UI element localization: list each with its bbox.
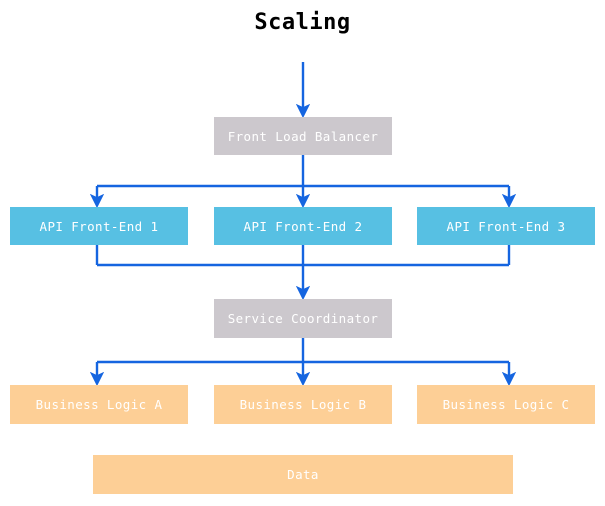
connector-api-tier-to-service-coordinator [95,245,511,301]
node-front-load-balancer[interactable]: Front Load Balancer [214,117,392,155]
connector-load-balancer-to-api-tier [89,155,517,209]
connector-service-coordinator-to-logic-tier [89,338,517,387]
node-business-logic-b[interactable]: Business Logic B [214,385,392,424]
node-service-coordinator[interactable]: Service Coordinator [214,299,392,338]
node-business-logic-c[interactable]: Business Logic C [417,385,595,424]
node-api-front-end-2[interactable]: API Front-End 2 [214,207,392,245]
node-api-front-end-1[interactable]: API Front-End 1 [10,207,188,245]
node-api-front-end-3[interactable]: API Front-End 3 [417,207,595,245]
page-title: Scaling [254,10,351,35]
node-business-logic-a[interactable]: Business Logic A [10,385,188,424]
node-data[interactable]: Data [93,455,513,494]
